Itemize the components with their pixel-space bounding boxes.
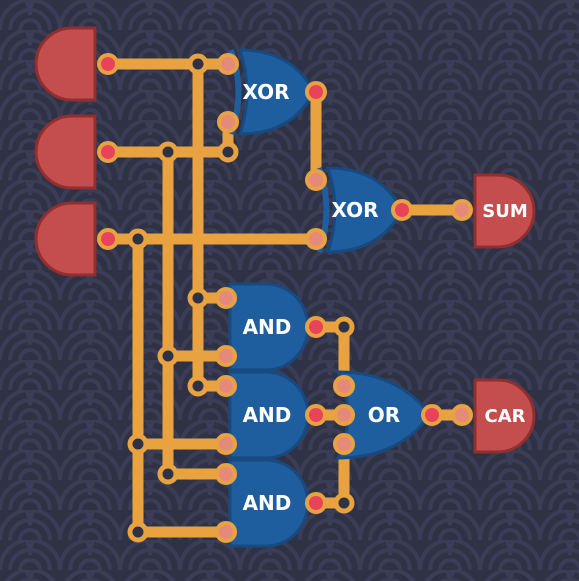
- pin-xor2-out[interactable]: [391, 199, 413, 221]
- input-c[interactable]: [34, 201, 97, 277]
- output-carry-label: CAR: [484, 406, 525, 427]
- xor-gate-2-label: XOR: [331, 198, 378, 222]
- junction: [157, 345, 179, 367]
- and-gate-1-label: AND: [243, 315, 292, 339]
- input-a[interactable]: [34, 26, 97, 102]
- pin-xor2-in-b[interactable]: [305, 228, 327, 250]
- junction: [157, 141, 179, 163]
- input-b-shape[interactable]: [34, 114, 97, 190]
- junction: [187, 375, 209, 397]
- junction: [333, 316, 355, 338]
- pin-sum-in[interactable]: [451, 199, 473, 221]
- pin-and2-out[interactable]: [305, 404, 327, 426]
- pin-and3-in-b[interactable]: [215, 521, 237, 543]
- pin-xor1-out[interactable]: [305, 81, 327, 103]
- input-a-shape[interactable]: [34, 26, 97, 102]
- pin-input-c-out[interactable]: [97, 228, 119, 250]
- pin-xor2-in-a[interactable]: [305, 169, 327, 191]
- pins: [97, 53, 473, 543]
- junction: [333, 492, 355, 514]
- junction: [157, 463, 179, 485]
- output-sum-label: SUM: [482, 201, 528, 222]
- pin-and1-in-a[interactable]: [215, 287, 237, 309]
- pin-input-b-out[interactable]: [97, 141, 119, 163]
- or-gate-label: OR: [368, 403, 400, 427]
- and-gate-1[interactable]: AND: [228, 282, 310, 372]
- junction: [187, 53, 209, 75]
- xor-gate-1[interactable]: XOR: [228, 48, 316, 136]
- input-c-shape[interactable]: [34, 201, 97, 277]
- output-sum-shape[interactable]: [473, 173, 536, 249]
- pin-or-in-a[interactable]: [333, 375, 355, 397]
- pin-or-out[interactable]: [421, 404, 443, 426]
- and-gate-2-label: AND: [243, 403, 292, 427]
- pin-and2-in-b[interactable]: [215, 433, 237, 455]
- junction: [217, 141, 239, 163]
- and-gate-2[interactable]: AND: [228, 370, 310, 460]
- pin-and3-out[interactable]: [305, 492, 327, 514]
- xor-gate-1-body[interactable]: [237, 48, 316, 136]
- and-gate-3-label: AND: [243, 491, 292, 515]
- pin-and3-in-a[interactable]: [215, 463, 237, 485]
- output-carry-shape[interactable]: [473, 378, 536, 454]
- input-b[interactable]: [34, 114, 97, 190]
- junction: [127, 521, 149, 543]
- junctions: [127, 53, 355, 543]
- pin-or-in-c[interactable]: [333, 433, 355, 455]
- pin-and1-out[interactable]: [305, 316, 327, 338]
- xor-gate-2-body[interactable]: [325, 166, 404, 254]
- pin-car-in[interactable]: [451, 404, 473, 426]
- output-sum[interactable]: SUM: [473, 173, 536, 249]
- junction: [187, 287, 209, 309]
- and-gate-3[interactable]: AND: [228, 458, 310, 548]
- pin-or-in-b[interactable]: [333, 404, 355, 426]
- pin-xor1-in-a[interactable]: [217, 53, 239, 75]
- junction: [127, 228, 149, 250]
- pin-input-a-out[interactable]: [97, 53, 119, 75]
- pin-and1-in-b[interactable]: [215, 345, 237, 367]
- pin-and2-in-a[interactable]: [215, 375, 237, 397]
- junction: [127, 433, 149, 455]
- pin-xor1-in-b[interactable]: [217, 111, 239, 133]
- xor-gate-1-label: XOR: [242, 80, 289, 104]
- output-carry[interactable]: CAR: [473, 378, 536, 454]
